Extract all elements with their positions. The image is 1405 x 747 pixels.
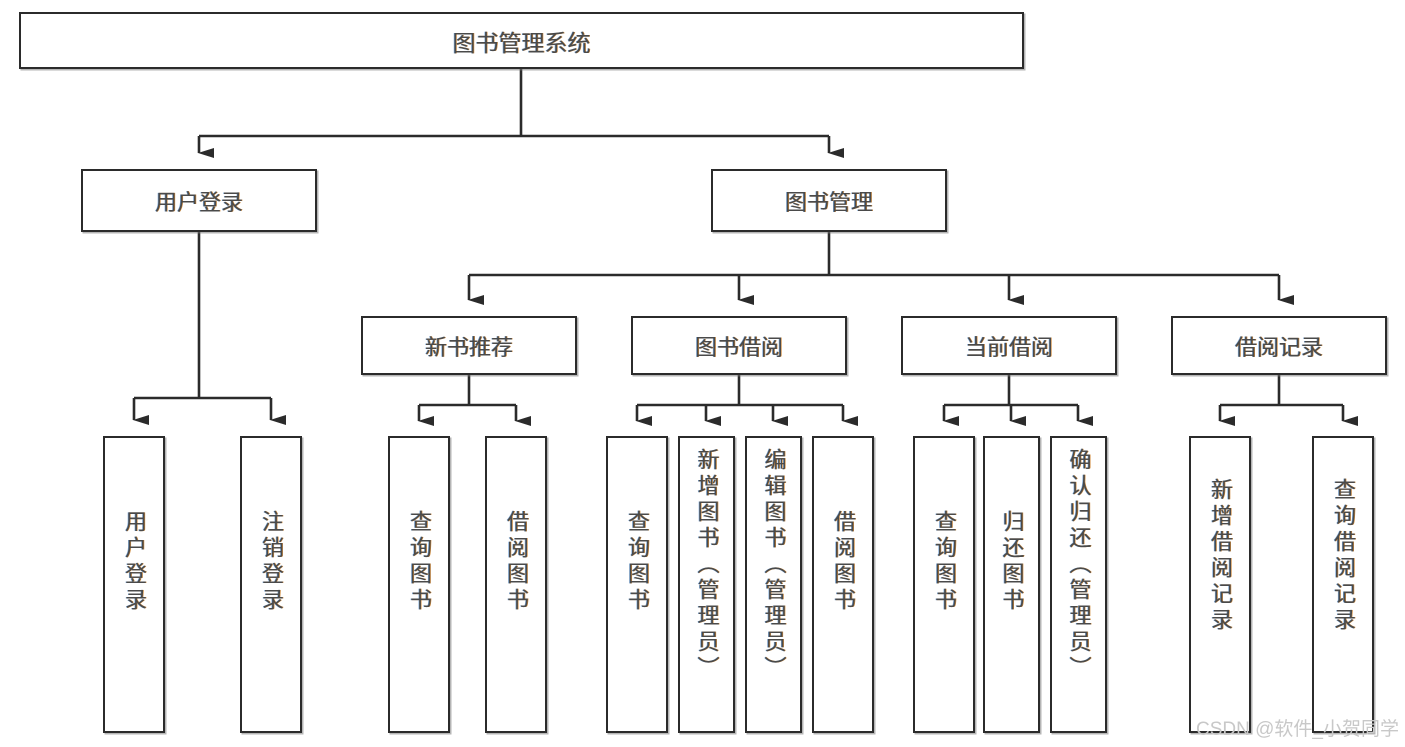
node-leaf-label: 注销登录	[259, 510, 284, 614]
node-leaf-label: 查询图书	[625, 510, 650, 614]
node-leaf-label: 查询图书	[932, 510, 957, 614]
connectors-level1	[132, 232, 1294, 425]
node-leaf[interactable]: 查询借阅记录	[1312, 436, 1374, 733]
node-leaf[interactable]: 借阅图书	[812, 436, 874, 733]
node-leaf[interactable]: 用户登录	[103, 436, 165, 733]
node-root[interactable]: 图书管理系统	[19, 12, 1024, 69]
node-leaf[interactable]: 借阅图书	[485, 436, 547, 733]
watermark: CSDN @软件_小贺同学	[1196, 719, 1399, 740]
node-leaf[interactable]: 新增图书（管理员）	[678, 436, 735, 733]
node-leaf-label: 查询借阅记录	[1331, 478, 1356, 634]
node-leaf[interactable]: 编辑图书（管理员）	[745, 436, 802, 733]
node-leaf[interactable]: 新增借阅记录	[1189, 436, 1251, 733]
node-level1-user-login-label: 用户登录	[154, 189, 243, 215]
node-leaf[interactable]: 确认归还（管理员）	[1050, 436, 1107, 733]
node-leaf[interactable]: 查询图书	[388, 436, 450, 733]
node-leaf-label: 用户登录	[122, 510, 147, 614]
node-level1-user-login[interactable]: 用户登录	[81, 169, 317, 232]
node-leaf-label: 新增图书（管理员）	[694, 448, 720, 682]
node-level1-book-management[interactable]: 图书管理	[711, 169, 947, 232]
node-level2-book-borrow-label: 图书借阅	[694, 334, 783, 360]
node-level2-book-borrow[interactable]: 图书借阅	[631, 316, 847, 375]
node-leaf-label: 归还图书	[999, 510, 1025, 614]
node-leaf-label: 确认归还（管理员）	[1066, 448, 1092, 682]
node-level2-borrow-record-label: 借阅记录	[1234, 334, 1323, 360]
node-leaf-label: 借阅图书	[831, 510, 856, 614]
node-leaf[interactable]: 查询图书	[913, 436, 975, 733]
connectors-root	[197, 69, 844, 158]
node-leaf-label: 新增借阅记录	[1208, 478, 1233, 634]
node-level2-borrow-record[interactable]: 借阅记录	[1171, 316, 1387, 375]
connectors-level2	[417, 375, 1358, 426]
node-level2-current-borrow[interactable]: 当前借阅	[901, 316, 1117, 375]
node-leaf[interactable]: 查询图书	[606, 436, 668, 733]
node-leaf-label: 借阅图书	[504, 510, 529, 614]
node-level2-new-book-recommend-label: 新书推荐	[424, 334, 513, 360]
node-leaf[interactable]: 注销登录	[240, 436, 302, 733]
node-leaf[interactable]: 归还图书	[983, 436, 1040, 733]
node-leaf-label: 查询图书	[407, 510, 432, 614]
node-level2-new-book-recommend[interactable]: 新书推荐	[361, 316, 577, 375]
node-level2-current-borrow-label: 当前借阅	[964, 334, 1053, 360]
node-leaf-label: 编辑图书（管理员）	[761, 448, 787, 682]
node-level1-book-management-label: 图书管理	[784, 189, 873, 215]
node-root-label: 图书管理系统	[452, 29, 591, 56]
